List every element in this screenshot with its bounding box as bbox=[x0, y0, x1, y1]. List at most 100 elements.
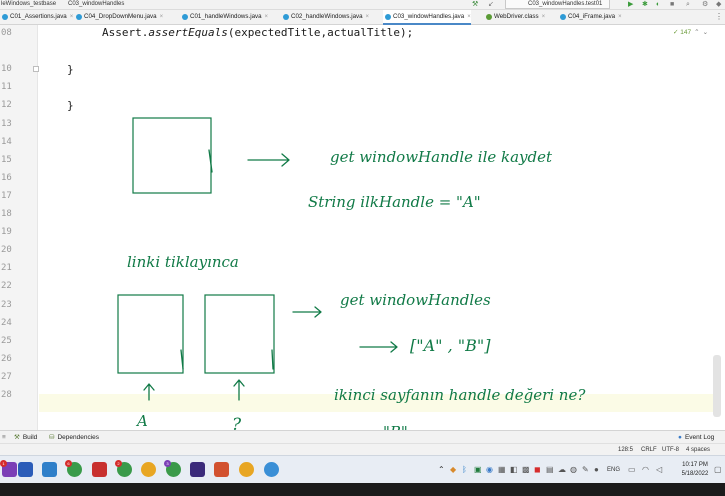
editor-tab-bar: C01_Assertions.java× C04_DropDownMenu.ja… bbox=[0, 10, 725, 25]
app-onenote-icon[interactable]: 1 bbox=[0, 460, 17, 477]
app-chrome-icon[interactable] bbox=[239, 462, 254, 477]
run-config-label: C03_windowHandles.test01 bbox=[528, 1, 603, 7]
window-box-sketch bbox=[132, 117, 212, 194]
app-powerpoint-icon[interactable] bbox=[214, 462, 229, 477]
tray-app-icon[interactable]: ◆ bbox=[450, 465, 457, 474]
tray-display-icon[interactable]: ▭ bbox=[628, 465, 636, 474]
caret-position[interactable]: 128:5 bbox=[618, 447, 634, 453]
tab-c04-iframe[interactable]: C04_iFrame.java× bbox=[558, 10, 622, 25]
clock-date: 5/18/2022 bbox=[681, 471, 709, 477]
settings-gear-icon[interactable]: ⚙ bbox=[702, 1, 709, 8]
ink-stroke bbox=[180, 349, 184, 370]
vertical-scrollbar[interactable] bbox=[713, 355, 721, 417]
tab-c03-windowhandles[interactable]: C03_windowHandles.java× bbox=[383, 10, 471, 25]
more-tabs-icon[interactable]: ⋮ bbox=[715, 12, 723, 21]
tab-c02-handlewindows[interactable]: C02_handleWindows.java× bbox=[281, 10, 369, 25]
breadcrumb-project[interactable]: leWindows_testbase bbox=[1, 1, 57, 7]
code-editor[interactable] bbox=[39, 25, 725, 430]
app-chrome-icon[interactable] bbox=[141, 462, 156, 477]
tray-pen-icon[interactable]: ✎ bbox=[582, 465, 589, 474]
dependencies-tool-button[interactable]: ⛁Dependencies bbox=[49, 431, 99, 444]
tray-chevron-up-icon[interactable]: ⌃ bbox=[438, 465, 445, 474]
tab-label: C02_handleWindows.java bbox=[291, 13, 363, 20]
tray-wifi-icon[interactable]: ◠ bbox=[642, 465, 649, 474]
tray-app-icon[interactable]: ▩ bbox=[522, 465, 530, 474]
close-icon[interactable]: × bbox=[69, 14, 74, 20]
back-arrow-icon[interactable]: ↙ bbox=[488, 1, 494, 8]
system-clock[interactable]: 10:17 PM 5/18/2022 bbox=[678, 461, 712, 479]
search-icon[interactable]: ⌕ bbox=[686, 1, 690, 8]
code-line-brace[interactable]: } bbox=[67, 63, 74, 76]
tab-webdriver-class[interactable]: WebDriver.class× bbox=[484, 10, 545, 25]
tray-app-icon[interactable]: ▦ bbox=[498, 465, 506, 474]
fold-marker-icon[interactable] bbox=[33, 66, 39, 72]
app-chrome-icon[interactable]: 6 bbox=[65, 460, 82, 477]
tray-bluetooth-icon[interactable]: ᛒ bbox=[462, 465, 467, 474]
line-number: 24 bbox=[1, 317, 12, 328]
tab-label: C04_iFrame.java bbox=[568, 13, 616, 20]
app-red-icon[interactable] bbox=[92, 462, 107, 477]
arrow-right-icon bbox=[359, 341, 398, 353]
close-icon[interactable]: × bbox=[618, 14, 622, 20]
tray-cloud-icon[interactable]: ☁ bbox=[558, 465, 566, 474]
tray-app-icon[interactable]: ◧ bbox=[510, 465, 518, 474]
note-get-window-handle: get windowHandle ile kaydet bbox=[330, 148, 553, 166]
line-number: 12 bbox=[1, 100, 12, 111]
java-class-icon bbox=[560, 14, 566, 20]
close-icon[interactable]: × bbox=[467, 14, 471, 20]
build-tool-button[interactable]: ⚒Build bbox=[14, 431, 37, 444]
tray-app-icon[interactable]: ◼ bbox=[534, 465, 541, 474]
code-line-brace[interactable]: } bbox=[67, 99, 74, 112]
close-icon[interactable]: × bbox=[541, 14, 546, 20]
line-number: 20 bbox=[1, 245, 12, 256]
indent-setting[interactable]: 4 spaces bbox=[686, 447, 711, 453]
event-log-button[interactable]: ●Event Log bbox=[678, 431, 714, 444]
tab-c04-dropdownmenu[interactable]: C04_DropDownMenu.java× bbox=[74, 10, 163, 25]
debug-icon[interactable]: ✱ bbox=[642, 1, 648, 8]
label-window-unknown: ? bbox=[232, 415, 242, 435]
language-indicator[interactable]: ENG bbox=[607, 467, 621, 473]
inspection-widget[interactable]: ✓ 147⌃⌄ bbox=[673, 28, 708, 36]
run-icon[interactable]: ▶ bbox=[628, 1, 634, 8]
tray-chat-icon[interactable]: ▤ bbox=[546, 465, 554, 474]
arrow-right-icon bbox=[247, 153, 290, 167]
notification-badge: 3 bbox=[164, 460, 171, 467]
tray-excel-icon[interactable]: ▣ bbox=[474, 465, 482, 474]
close-icon[interactable]: × bbox=[264, 14, 269, 20]
line-number: 17 bbox=[1, 190, 12, 201]
close-icon[interactable]: × bbox=[365, 14, 370, 20]
close-icon[interactable]: × bbox=[159, 14, 164, 20]
breadcrumb-file[interactable]: C03_windowHandles bbox=[68, 1, 125, 7]
line-number-gutter bbox=[0, 25, 38, 430]
code-token: Assert. bbox=[102, 26, 149, 39]
tray-app-icon[interactable]: ◍ bbox=[570, 465, 577, 474]
chevron-up-icon[interactable]: ⌃ bbox=[694, 29, 700, 36]
app-intellij-icon[interactable] bbox=[190, 462, 205, 477]
app-mail-icon[interactable] bbox=[42, 462, 57, 477]
ink-stroke bbox=[208, 149, 213, 173]
file-encoding[interactable]: UTF-8 bbox=[662, 447, 679, 453]
app-chrome-profile-icon[interactable]: 2 bbox=[115, 460, 132, 477]
arrow-up-icon bbox=[233, 379, 245, 401]
tray-skype-icon[interactable]: ◉ bbox=[486, 465, 493, 474]
app-word-icon[interactable] bbox=[18, 462, 33, 477]
screen-border bbox=[0, 483, 725, 496]
current-line-highlight bbox=[39, 394, 717, 412]
line-number: 25 bbox=[1, 335, 12, 346]
stop-icon[interactable]: ■ bbox=[670, 1, 675, 8]
line-separator[interactable]: CRLF bbox=[641, 447, 657, 453]
app-chrome-icon[interactable] bbox=[264, 462, 279, 477]
run-configuration-dropdown[interactable]: C03_windowHandles.test01 bbox=[505, 0, 610, 9]
tab-c01-assertions[interactable]: C01_Assertions.java× bbox=[0, 10, 73, 25]
tray-mic-icon[interactable]: ● bbox=[594, 465, 599, 474]
app-chrome-profile-icon[interactable]: 3 bbox=[164, 460, 181, 477]
code-line-assert[interactable]: Assert.assertEquals(expectedTitle,actual… bbox=[102, 26, 413, 39]
tray-volume-icon[interactable]: ◁ bbox=[656, 465, 663, 474]
coverage-icon[interactable]: ◐ bbox=[656, 1, 661, 8]
notification-icon[interactable]: ▢ bbox=[714, 465, 722, 474]
chevron-down-icon[interactable]: ⌄ bbox=[702, 29, 709, 36]
tool-window-icon[interactable]: ≡ bbox=[2, 434, 6, 441]
hammer-icon[interactable]: ⚒ bbox=[472, 1, 479, 8]
tab-c01-handlewindows[interactable]: C01_handleWindows.java× bbox=[180, 10, 268, 25]
window-box-sketch bbox=[204, 294, 275, 374]
